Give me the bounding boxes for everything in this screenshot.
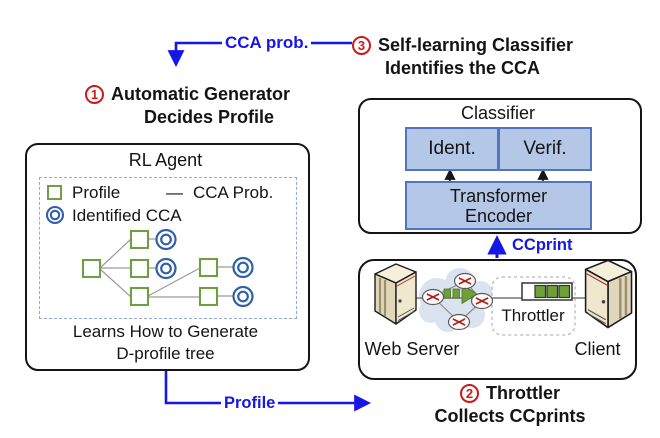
legend-identified-cca-icon bbox=[45, 205, 65, 225]
throttler-queue-icon bbox=[521, 282, 573, 301]
step2-heading: 2 Throttler Collects CCprints bbox=[390, 382, 630, 428]
transformer-encoder-box: Transformer Encoder bbox=[405, 181, 592, 230]
rl-agent-box bbox=[25, 143, 310, 371]
legend-identified-cca-label: Identified CCA bbox=[72, 206, 182, 225]
verif-label: Verif. bbox=[523, 138, 567, 159]
d-profile-tree bbox=[81, 228, 254, 308]
profile-arrow bbox=[164, 369, 372, 412]
web-server-label: Web Server bbox=[364, 339, 460, 359]
legend-profile-node-icon bbox=[47, 185, 62, 200]
network-box bbox=[358, 259, 637, 380]
step1-title-line2: Decides Profile bbox=[143, 107, 275, 127]
network-diagram bbox=[373, 259, 633, 336]
step2-title-line2: Collects CCprints bbox=[434, 406, 586, 426]
verif-box: Verif. bbox=[498, 127, 592, 171]
client-label: Client bbox=[574, 339, 621, 359]
identified-cca-node-icon bbox=[155, 228, 254, 308]
legend-cca-prob-dash: — bbox=[166, 183, 183, 202]
step1-heading: 1 Automatic Generator Decides Profile bbox=[85, 83, 307, 129]
classifier-box bbox=[358, 98, 642, 234]
step2-number-badge: 2 bbox=[460, 384, 479, 403]
legend-cca-prob-label: CCA Prob. bbox=[193, 183, 274, 202]
step3-title-line2: Identifies the CCA bbox=[385, 58, 541, 78]
step2-title-line1: Throttler bbox=[486, 383, 560, 403]
rl-agent-caption-line1: Learns How to Generate bbox=[72, 322, 259, 341]
ident-label: Ident. bbox=[428, 138, 476, 159]
step1-number-badge: 1 bbox=[85, 85, 104, 104]
legend-tree-panel bbox=[39, 177, 297, 319]
ident-box: Ident. bbox=[405, 127, 499, 171]
step3-number-badge: 3 bbox=[352, 36, 371, 55]
step1-title-line1: Automatic Generator bbox=[111, 84, 291, 104]
encoder-label-line2: Encoder bbox=[464, 205, 533, 226]
rl-agent-caption-line2: D-profile tree bbox=[116, 344, 215, 363]
encoder-to-head-arrows bbox=[444, 168, 549, 181]
profile-flow-label: Profile bbox=[221, 393, 279, 413]
classifier-title: Classifier bbox=[460, 103, 535, 123]
legend-profile-label: Profile bbox=[72, 183, 121, 202]
throttler-label: Throttler bbox=[501, 306, 565, 325]
rl-agent-title: RL Agent bbox=[128, 150, 203, 170]
ccprint-flow-label: CCprint bbox=[512, 236, 573, 254]
step3-title-line1: Self-learning Classifier bbox=[378, 35, 574, 55]
packet-arrow-icon bbox=[443, 283, 478, 305]
step3-heading: 3 Self-learning Classifier Identifies th… bbox=[352, 34, 573, 80]
encoder-label-line1: Transformer bbox=[449, 185, 548, 206]
cca-prob-flow-label: CCA prob. bbox=[222, 33, 312, 53]
profile-node-icon bbox=[81, 229, 219, 307]
